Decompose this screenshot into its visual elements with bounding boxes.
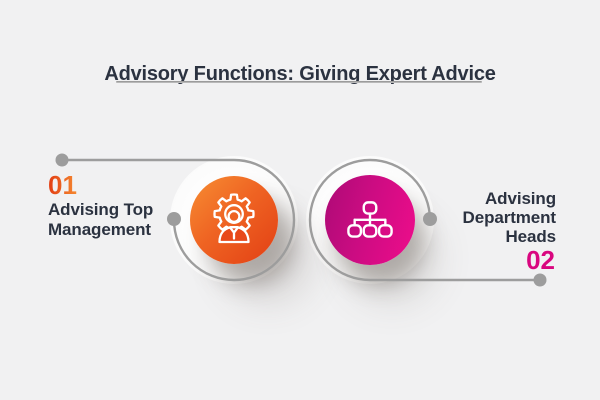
step-label-advising-top-management: Advising Top Management: [48, 200, 153, 239]
org-chart-icon: [347, 200, 393, 238]
step-number-02: 02: [526, 245, 555, 275]
org-child-node-3: [377, 223, 393, 238]
advising-department-heads-circle: [325, 175, 415, 265]
label-line: Management: [48, 219, 151, 239]
label-line: Heads: [505, 227, 556, 246]
label-line: Advising: [485, 189, 556, 208]
label-line: Department: [462, 208, 557, 227]
org-top-node: [362, 200, 378, 215]
org-child-node-2: [362, 223, 378, 238]
person-head: [227, 209, 241, 224]
page-title: Advisory Functions: Giving Expert Advice: [104, 63, 496, 86]
advising-top-management-circle: [190, 176, 278, 264]
left-connector-start-dot: [55, 153, 69, 167]
gear-hub-circle: [224, 204, 244, 224]
org-child-node-1: [347, 223, 363, 238]
right-connector-end-dot: [533, 273, 547, 287]
label-line: Advising Top: [48, 200, 154, 219]
step-number-01: 01: [48, 170, 77, 200]
step-label-advising-department-heads: Advising Department Heads: [462, 189, 557, 246]
gear-manager-icon: [213, 193, 255, 244]
title-underline: [116, 81, 482, 83]
